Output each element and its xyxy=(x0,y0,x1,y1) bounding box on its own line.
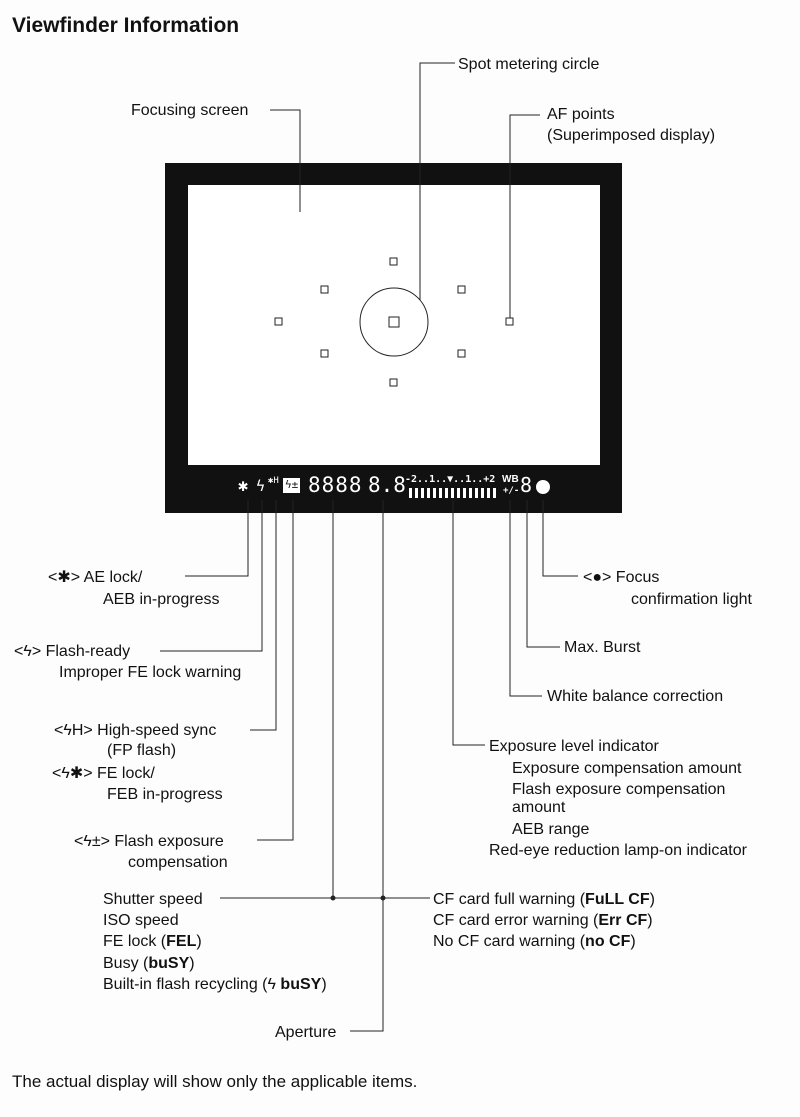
label-max-burst: Max. Burst xyxy=(564,639,641,656)
shutter-speed-display: 8888 xyxy=(308,473,363,497)
label-fe-lock-sub: FEB in-progress xyxy=(107,786,223,803)
focusing-screen-area xyxy=(188,185,600,465)
label-aeb-range: AEB range xyxy=(512,821,590,838)
label-flash-recycling: Built-in flash recycling (ϟ buSY) xyxy=(103,976,327,993)
label-no-cf: No CF card warning (no CF) xyxy=(433,933,636,950)
label-fec: <ϟ±> Flash exposure xyxy=(74,833,224,850)
label-iso: ISO speed xyxy=(103,912,179,929)
max-burst-display: 8 xyxy=(520,473,533,497)
label-hss: <ϟH> High-speed sync xyxy=(54,722,217,739)
focus-confirmation-light xyxy=(536,480,550,494)
footer-note: The actual display will show only the ap… xyxy=(12,1072,418,1091)
label-af-points-sub: (Superimposed display) xyxy=(547,127,716,144)
label-spot-metering: Spot metering circle xyxy=(458,56,600,73)
label-focusing-screen: Focusing screen xyxy=(131,102,249,119)
label-aperture: Aperture xyxy=(275,1024,337,1041)
ae-lock-icon: ✱ xyxy=(238,476,249,496)
exposure-level-bars xyxy=(409,488,496,498)
label-af-points: AF points xyxy=(547,106,615,123)
label-flash-ready: <ϟ> Flash-ready xyxy=(14,643,131,660)
label-flash-comp: Flash exposure compensation xyxy=(512,781,726,798)
spot-metering-circle xyxy=(359,287,429,357)
label-fel: FE lock (FEL) xyxy=(103,933,202,950)
label-ae-lock: <✱> AE lock/ xyxy=(48,569,143,586)
flash-comp-icon: ϟ± xyxy=(283,478,301,493)
label-wb-correction: White balance correction xyxy=(547,688,724,705)
aperture-display: 8.8 xyxy=(368,473,406,497)
wb-icon: WB xyxy=(502,474,519,485)
label-flash-comp-sub: amount xyxy=(512,799,566,816)
label-ae-lock-sub: AEB in-progress xyxy=(103,591,220,608)
label-flash-ready-sub: Improper FE lock warning xyxy=(59,664,242,681)
label-focus-confirm-sub: confirmation light xyxy=(631,591,752,608)
label-fec-sub: compensation xyxy=(128,854,228,871)
label-cf-full: CF card full warning (FuLL CF) xyxy=(433,891,655,908)
label-hss-sub: (FP flash) xyxy=(107,742,177,759)
label-cf-error: CF card error warning (Err CF) xyxy=(433,912,653,929)
label-redeye: Red-eye reduction lamp-on indicator xyxy=(489,842,747,859)
label-exposure-level: Exposure level indicator xyxy=(489,738,659,755)
wb-correction-icon: +/- xyxy=(503,486,520,496)
fe-lock-hss-icon: ✱H xyxy=(268,476,279,486)
label-shutter-speed: Shutter speed xyxy=(103,891,203,908)
label-focus-confirm: <●> Focus xyxy=(583,569,660,586)
label-exp-comp: Exposure compensation amount xyxy=(512,760,742,777)
page-title: Viewfinder Information xyxy=(12,14,240,37)
exposure-scale: -2..1..▼..1..+2 xyxy=(405,474,496,485)
label-fe-lock: <ϟ✱> FE lock/ xyxy=(52,765,155,782)
flash-icon: ϟ xyxy=(256,477,266,495)
label-busy: Busy (buSY) xyxy=(103,955,195,972)
